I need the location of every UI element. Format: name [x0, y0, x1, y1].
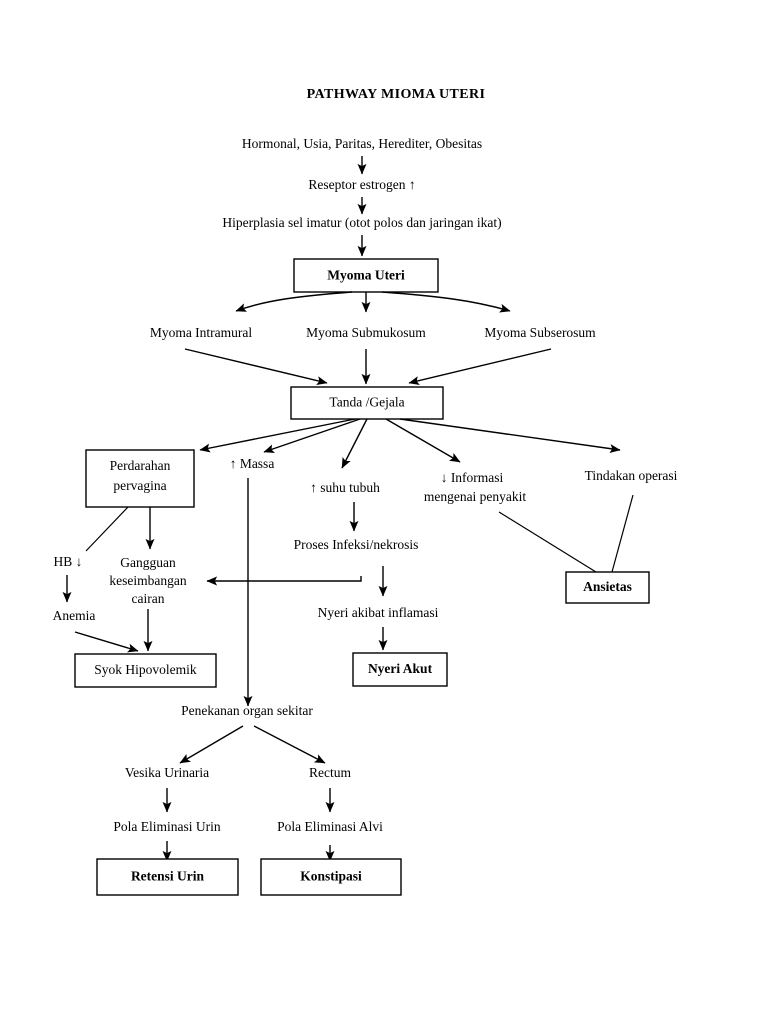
edge-tanda-to-perdarahan	[199, 418, 356, 453]
node-massa: ↑ Massa	[230, 456, 275, 471]
edge-intramural-to-tanda	[184, 348, 328, 386]
edge-proses-infeksi-to-gangguan-cairan	[206, 576, 362, 586]
node-myoma-submukosum: Myoma Submukosum	[306, 325, 426, 340]
node-hb-turun: HB ↓	[54, 554, 83, 569]
node-vesika-urinaria: Vesika Urinaria	[125, 765, 209, 780]
node-perdarahan-pervagina-box: Perdarahan pervagina	[85, 449, 195, 508]
edge-tanda-to-tindakan-operasi	[399, 418, 621, 454]
node-myoma-subserosum: Myoma Subserosum	[484, 325, 596, 340]
edge-tanda-to-informasi	[385, 418, 461, 463]
edge-tindakan-to-ansietas	[611, 494, 634, 573]
node-rectum: Rectum	[309, 765, 351, 780]
edge-informasi-to-ansietas	[498, 511, 597, 573]
node-penekanan-organ: Penekanan organ sekitar	[181, 703, 313, 718]
node-perdarahan-line1: Perdarahan	[110, 458, 171, 473]
node-ansietas-label: Ansietas	[583, 579, 632, 594]
node-anemia: Anemia	[53, 608, 96, 623]
edge-tanda-to-massa	[263, 418, 361, 453]
node-tindakan-operasi: Tindakan operasi	[585, 468, 678, 483]
node-myoma-uteri-label: Myoma Uteri	[327, 268, 405, 283]
node-reseptor-estrogen: Reseptor estrogen ↑	[308, 177, 415, 192]
node-myoma-uteri-box: Myoma Uteri	[293, 258, 439, 293]
node-gangguan-line3: cairan	[132, 591, 165, 606]
node-retensi-urin-box: Retensi Urin	[96, 858, 239, 896]
node-tanda-gejala-label: Tanda /Gejala	[329, 395, 404, 410]
page-title: PATHWAY MIOMA UTERI	[307, 87, 486, 102]
node-nyeri-akut-box: Nyeri Akut	[352, 652, 448, 687]
edge-penekanan-to-rectum	[253, 725, 326, 764]
node-ansietas-box: Ansietas	[565, 571, 650, 604]
node-pola-eliminasi-urin: Pola Eliminasi Urin	[113, 819, 220, 834]
edge-myoma-to-subserosum	[381, 291, 511, 313]
node-tanda-gejala-box: Tanda /Gejala	[290, 386, 444, 420]
node-hiperplasia: Hiperplasia sel imatur (otot polos dan j…	[222, 215, 501, 230]
node-syok-hipovolemik-box: Syok Hipovolemik	[74, 653, 217, 688]
edge-penekanan-to-vesika	[179, 725, 244, 764]
node-gangguan-line1: Gangguan	[120, 555, 176, 570]
node-suhu-tubuh: ↑ suhu tubuh	[310, 480, 380, 495]
edge-perdarahan-to-hb	[85, 506, 129, 552]
edge-myoma-to-intramural	[235, 291, 353, 312]
node-myoma-intramural: Myoma Intramural	[150, 325, 253, 340]
node-proses-infeksi: Proses Infeksi/nekrosis	[294, 537, 419, 552]
node-pola-eliminasi-alvi: Pola Eliminasi Alvi	[277, 819, 383, 834]
node-nyeri-inflamasi: Nyeri akibat inflamasi	[318, 605, 439, 620]
edge-subserosum-to-tanda	[408, 348, 552, 386]
node-perdarahan-line2: pervagina	[113, 478, 166, 493]
node-konstipasi-label: Konstipasi	[300, 869, 362, 884]
node-gangguan-line2: keseimbangan	[109, 573, 186, 588]
edge-anemia-to-syok	[74, 631, 139, 653]
edge-tanda-to-suhu-tubuh	[341, 418, 368, 469]
node-syok-label: Syok Hipovolemik	[94, 662, 197, 677]
node-informasi-line1: ↓ Informasi	[441, 470, 504, 485]
node-etiologi: Hormonal, Usia, Paritas, Herediter, Obes…	[242, 136, 482, 151]
node-retensi-urin-label: Retensi Urin	[131, 869, 205, 884]
node-informasi-line2: mengenai penyakit	[424, 489, 527, 504]
node-nyeri-akut-label: Nyeri Akut	[368, 661, 433, 676]
node-konstipasi-box: Konstipasi	[260, 858, 402, 896]
